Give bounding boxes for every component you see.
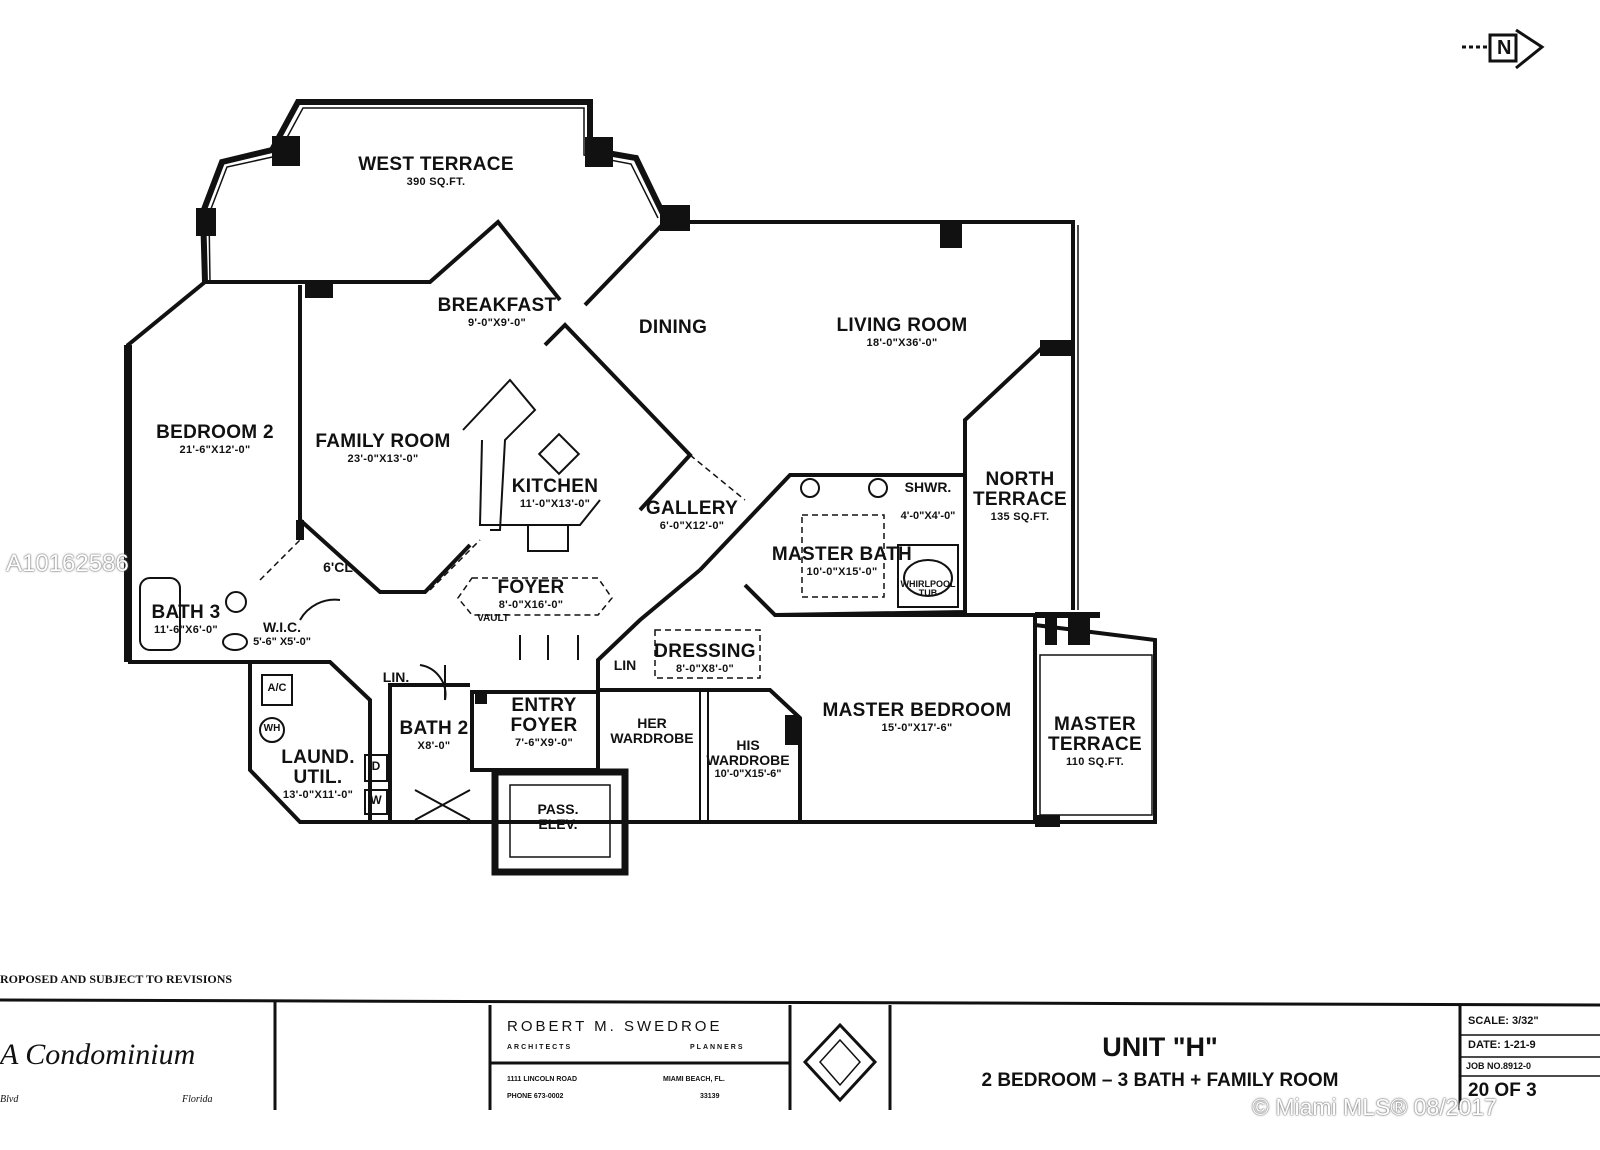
project-sub-left: Blvd <box>0 1094 19 1105</box>
room-her-wardrobe: HER WARDROBE <box>610 715 694 746</box>
room-shower: SHWR.4'-0"X4'-0" <box>900 479 956 522</box>
north-arrow-icon <box>1462 28 1545 70</box>
passenger-elevator: PASS. ELEV. <box>537 801 579 832</box>
ac-unit-label: A/C <box>267 682 287 694</box>
room-closet: 6'CL <box>323 559 353 575</box>
planner-label: PLANNERS <box>690 1044 745 1051</box>
title-block-frame <box>0 998 1600 1110</box>
north-label: N <box>1497 37 1512 59</box>
family-room-wall <box>298 285 472 594</box>
dryer-label: D <box>371 759 381 773</box>
unit-title: UNIT "H" <box>1102 1032 1218 1062</box>
project-name: A Condominium <box>0 1038 196 1071</box>
date-field: DATE: 1-21-9 <box>1468 1039 1536 1051</box>
elevator-shaft <box>491 768 629 876</box>
sheet-number: 20 OF 3 <box>1468 1080 1537 1101</box>
linen-closet-dressing: LIN <box>613 657 637 673</box>
project-sub-right: Florida <box>182 1094 213 1105</box>
whirlpool-tub: WHIRLPOOL TUB <box>900 579 956 599</box>
west-terrace-railing <box>199 99 668 283</box>
copyright-watermark: © Miami MLS® 08/2017 <box>1252 1094 1497 1120</box>
unit-description: 2 BEDROOM – 3 BATH + FAMILY ROOM <box>981 1070 1339 1091</box>
water-heater-label: WH <box>263 723 281 734</box>
dining-wall <box>583 220 667 307</box>
linen-closet-bath2: LIN. <box>382 669 410 685</box>
architect-label: ARCHITECTS <box>507 1044 573 1051</box>
room-walk-in-closet: W.I.C.5'-6" X5'-0" <box>253 619 311 648</box>
vault-label: VAULT <box>477 613 509 624</box>
architect-phone: PHONE 673-0002 <box>507 1093 564 1100</box>
job-number-field: JOB NO.8912-0 <box>1466 1061 1532 1071</box>
room-laundry-utility: LAUND. UTIL.13'-0"X11'-0" <box>281 747 355 801</box>
exterior-wall-north <box>665 220 1075 610</box>
architect-zip: 33139 <box>700 1093 720 1100</box>
architect-address: 1111 LINCOLN ROAD <box>507 1076 578 1083</box>
architect-name: ROBERT M. SWEDROE <box>507 1018 723 1035</box>
washer-label: W <box>370 793 382 807</box>
architect-city: MIAMI BEACH, FL. <box>663 1076 725 1083</box>
kitchen-wall <box>543 322 693 512</box>
room-dining: DINING <box>638 317 708 338</box>
listing-id-watermark: A10162586 <box>6 550 129 577</box>
master-bath-wall <box>698 473 967 618</box>
scale-field: SCALE: 3/32" <box>1468 1015 1539 1027</box>
revision-note: ROPOSED AND SUBJECT TO REVISIONS <box>0 972 233 986</box>
